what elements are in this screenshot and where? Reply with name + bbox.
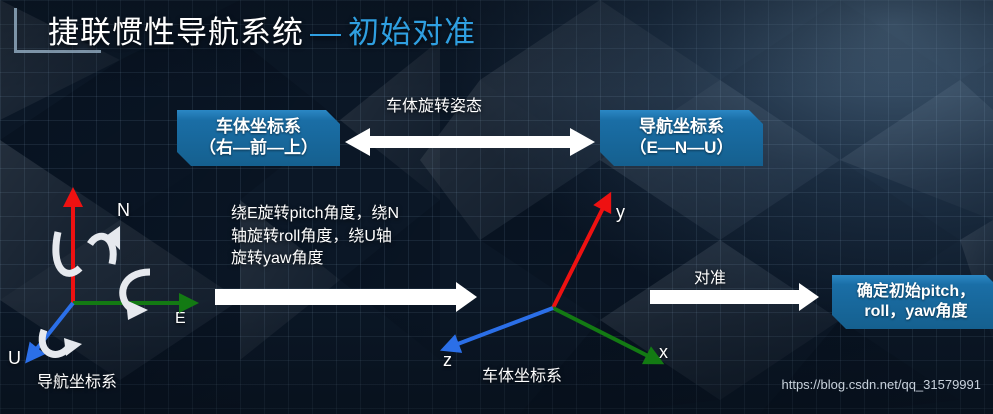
rotation-curve-arrows <box>38 231 151 358</box>
body-axis-x <box>552 306 665 365</box>
axis-label-east: E <box>175 310 186 327</box>
arrow-rotation-step <box>215 282 477 312</box>
axis-label-y: y <box>616 202 625 222</box>
chip-nav-frame-line2: （E—N—U） <box>629 138 734 157</box>
arrow-alignment-step <box>650 283 819 311</box>
rotation-arrowhead-east <box>126 300 148 320</box>
chip-nav-frame: 导航坐标系 （E—N—U） <box>600 110 763 166</box>
title-corner-bracket <box>14 8 101 53</box>
rotation-curve-arrowheads <box>64 226 148 356</box>
body-axis-z <box>440 306 554 353</box>
chip-body-frame: 车体坐标系 （右—前—上） <box>177 110 340 166</box>
rotation-arrow-yaw-tail <box>87 232 117 265</box>
page-title-main: 捷联惯性导航系统 <box>48 15 304 50</box>
chip-result-line1: 确定初始pitch， <box>856 283 976 301</box>
nav-frame-axes <box>25 187 199 364</box>
arrow-bidirectional-rotation <box>345 128 595 156</box>
label-alignment: 对准 <box>694 270 727 287</box>
watermark: https://blog.csdn.net/qq_31579991 <box>781 377 982 392</box>
rotation-arrowhead-up <box>64 338 82 356</box>
axis-label-north: N <box>117 200 130 220</box>
axis-label-z: z <box>443 350 452 370</box>
label-rotation-attitude: 车体旋转姿态 <box>386 98 483 115</box>
chip-result-line2: roll，yaw角度 <box>864 303 968 320</box>
caption-body-frame: 车体坐标系 <box>482 368 563 385</box>
page-title: 捷联惯性导航系统—初始对准 <box>48 7 476 52</box>
page-title-dash: — <box>310 15 342 50</box>
chip-body-frame-line1: 车体坐标系 <box>216 117 301 137</box>
page-title-subtitle: 初始对准 <box>348 15 476 50</box>
body-axis-y <box>551 191 612 309</box>
text-rotation-description: 绕E旋转pitch角度，绕N 轴旋转roll角度，绕U轴 旋转yaw角度 <box>231 205 400 268</box>
caption-nav-frame: 导航坐标系 <box>37 374 118 391</box>
body-frame-axes <box>440 191 665 365</box>
rotation-arrow-roll <box>52 231 83 277</box>
rotation-arrow-up <box>38 328 71 358</box>
axis-label-up: U <box>8 348 21 368</box>
rotation-arrowhead-top <box>106 226 120 250</box>
chip-body-frame-line2: （右—前—上） <box>199 138 318 157</box>
chip-nav-frame-line1: 导航坐标系 <box>639 117 724 137</box>
chip-result: 确定初始pitch， roll，yaw角度 <box>832 275 993 329</box>
